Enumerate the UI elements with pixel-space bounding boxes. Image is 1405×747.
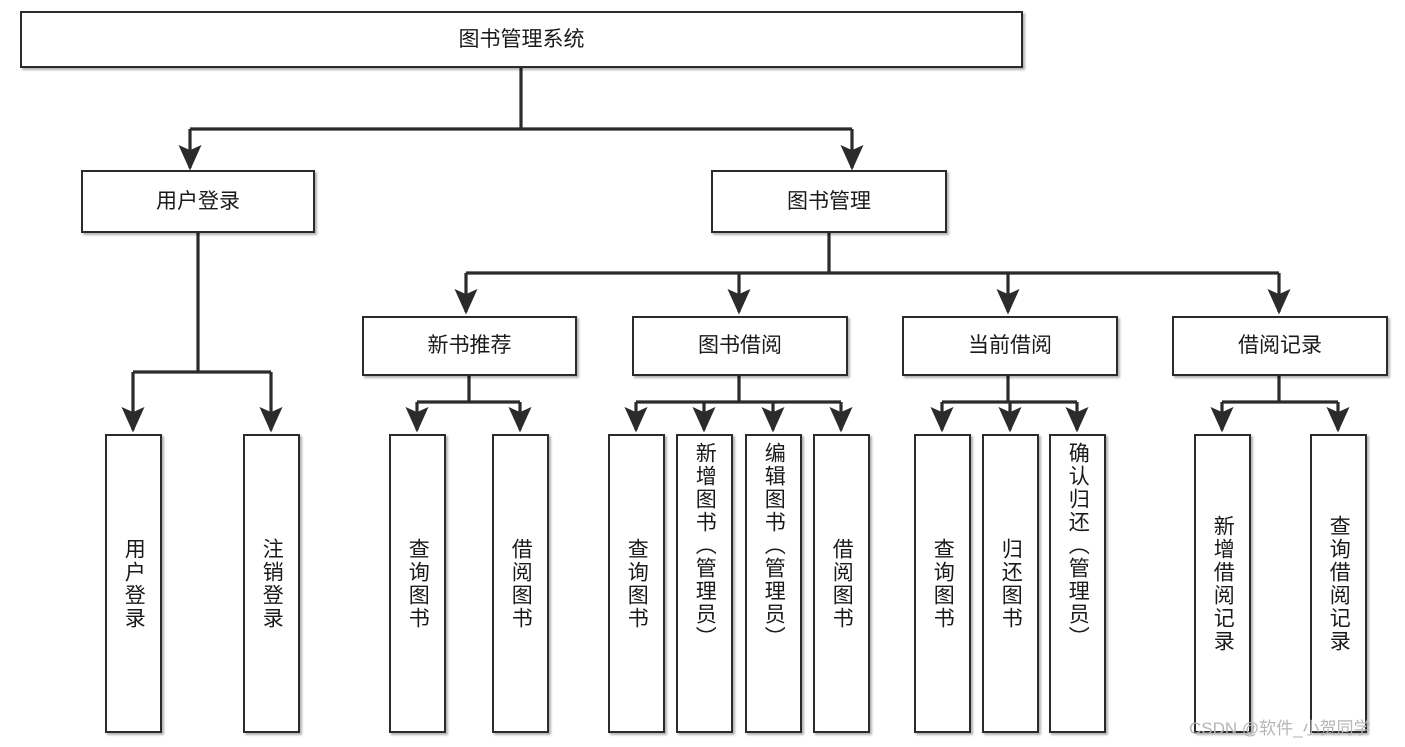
node-label: 查询图书 (931, 537, 955, 630)
node-label: 借阅记录 (1238, 334, 1322, 358)
node-label: 借阅图书 (830, 537, 854, 630)
node-label: 图书管理系统 (458, 27, 585, 51)
leaf-book-borrow-borrow-books[interactable]: 借阅图书 (813, 434, 870, 733)
node-root-book-management-system[interactable]: 图书管理系统 (20, 11, 1023, 68)
node-label: 查询图书 (625, 537, 649, 630)
leaf-current-borrow-query-books[interactable]: 查询图书 (914, 434, 971, 733)
node-label: 归还图书 (999, 537, 1023, 630)
node-label: 当前借阅 (968, 334, 1052, 358)
leaf-user-login-logout[interactable]: 注销登录 (243, 434, 300, 733)
node-label: 用户登录 (156, 189, 240, 213)
node-label: 确认归还（管理员） (1066, 442, 1090, 649)
leaf-borrow-record-query-record[interactable]: 查询借阅记录 (1310, 434, 1367, 733)
node-label: 注销登录 (260, 537, 284, 630)
leaf-user-login-login[interactable]: 用户登录 (105, 434, 162, 733)
leaf-borrow-record-add-record[interactable]: 新增借阅记录 (1194, 434, 1251, 733)
node-label: 编辑图书（管理员） (762, 442, 786, 649)
leaf-book-borrow-edit-book-admin[interactable]: 编辑图书（管理员） (745, 434, 802, 733)
node-user-login[interactable]: 用户登录 (81, 170, 315, 233)
node-label: 借阅图书 (509, 537, 533, 630)
node-book-management[interactable]: 图书管理 (711, 170, 947, 233)
leaf-new-book-borrow-books[interactable]: 借阅图书 (492, 434, 549, 733)
node-label: 查询借阅记录 (1327, 514, 1351, 653)
node-label: 新书推荐 (427, 334, 512, 358)
leaf-new-book-query-books[interactable]: 查询图书 (389, 434, 446, 733)
leaf-book-borrow-add-book-admin[interactable]: 新增图书（管理员） (676, 434, 733, 733)
node-new-book-recommend[interactable]: 新书推荐 (362, 316, 577, 376)
leaf-current-borrow-confirm-return-admin[interactable]: 确认归还（管理员） (1049, 434, 1106, 733)
node-current-borrow[interactable]: 当前借阅 (902, 316, 1118, 376)
node-label: 图书管理 (787, 189, 871, 213)
node-label: 新增借阅记录 (1211, 514, 1235, 653)
leaf-book-borrow-query-books[interactable]: 查询图书 (608, 434, 665, 733)
node-label: 图书借阅 (698, 334, 782, 358)
node-book-borrow[interactable]: 图书借阅 (632, 316, 848, 376)
node-borrow-record[interactable]: 借阅记录 (1172, 316, 1388, 376)
leaf-current-borrow-return-books[interactable]: 归还图书 (982, 434, 1039, 733)
node-label: 查询图书 (406, 537, 430, 630)
node-label: 用户登录 (122, 537, 146, 630)
node-label: 新增图书（管理员） (693, 442, 717, 649)
